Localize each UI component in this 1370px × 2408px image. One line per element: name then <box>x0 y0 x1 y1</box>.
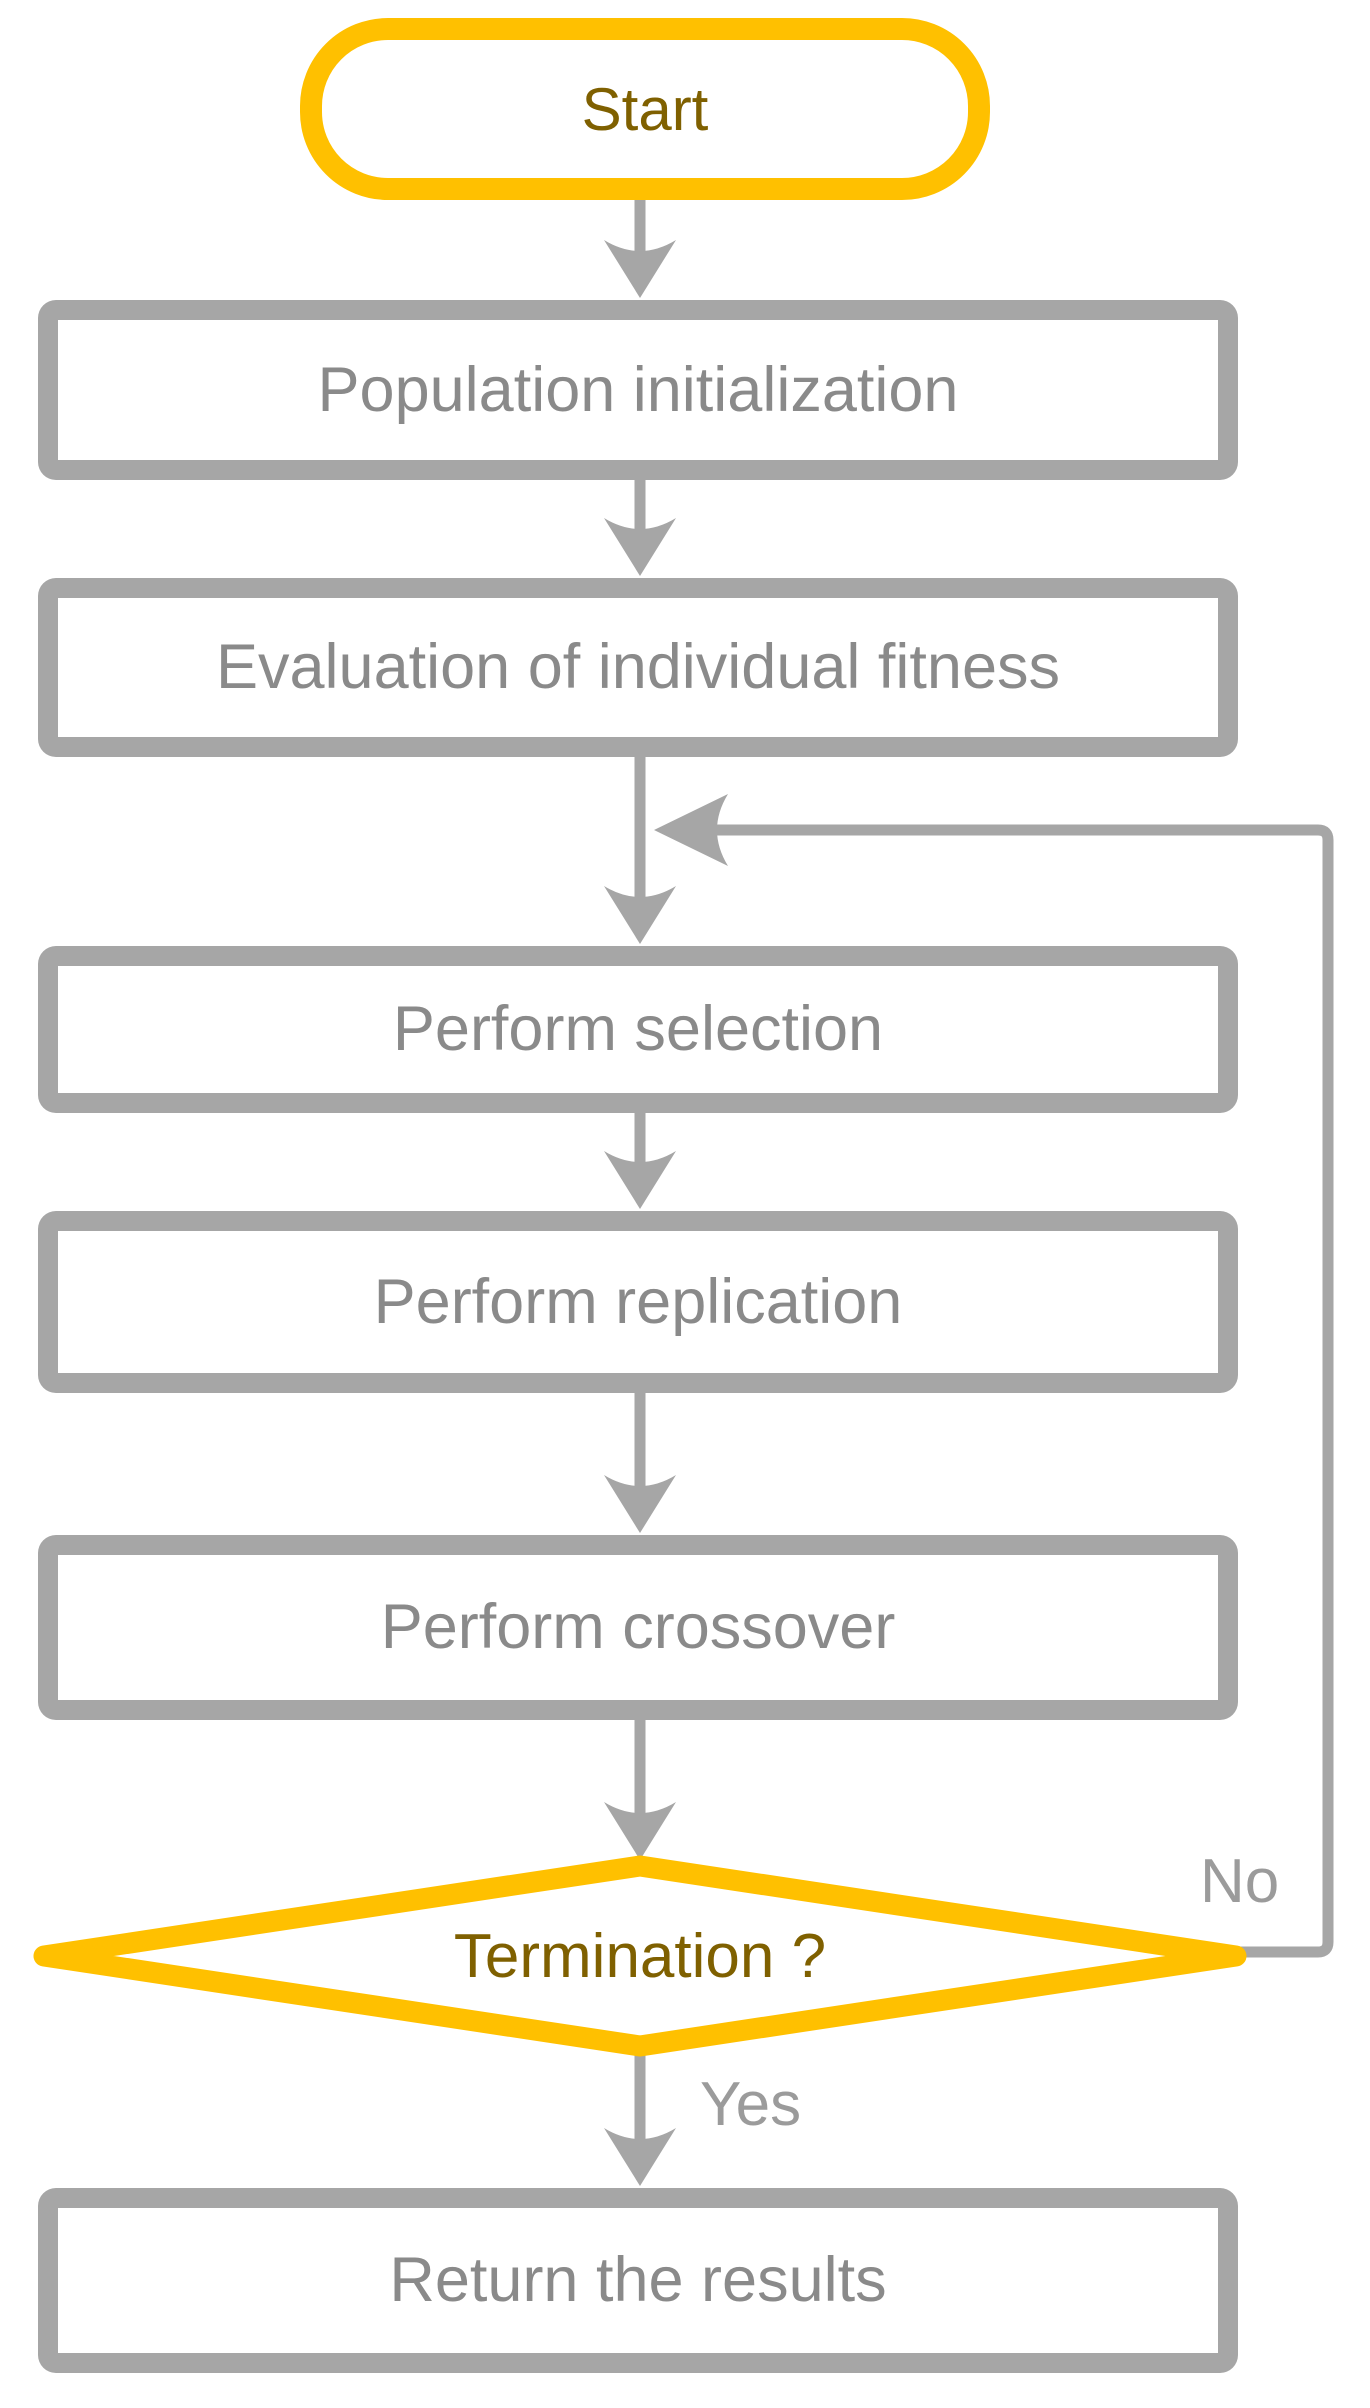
node-perform-crossover: Perform crossover <box>38 1535 1238 1720</box>
node-evaluation-of-individual-fitness: Evaluation of individual fitness <box>38 578 1238 757</box>
node-return-the-results-label: Return the results <box>389 2245 887 2316</box>
node-perform-replication: Perform replication <box>38 1211 1238 1393</box>
node-perform-selection-label: Perform selection <box>392 994 884 1065</box>
node-population-initialization-label: Population initialization <box>317 354 959 425</box>
connector-arrowheads <box>604 240 728 2186</box>
edge-label-yes: Yes <box>700 2070 802 2139</box>
node-start: Start <box>300 18 990 200</box>
node-return-the-results: Return the results <box>38 2188 1238 2373</box>
node-start-label: Start <box>581 75 709 143</box>
node-termination-decision-label: Termination ? <box>453 1921 827 1991</box>
node-perform-selection: Perform selection <box>38 946 1238 1113</box>
node-perform-crossover-label: Perform crossover <box>380 1592 896 1663</box>
node-population-initialization: Population initialization <box>38 300 1238 480</box>
node-termination-decision: Termination ? <box>240 1886 1040 2026</box>
edge-label-no: No <box>1200 1847 1280 1916</box>
node-perform-replication-label: Perform replication <box>373 1266 903 1337</box>
node-evaluation-of-individual-fitness-label: Evaluation of individual fitness <box>215 632 1060 703</box>
connector-lines <box>634 198 1334 2140</box>
decision-diamond <box>33 1855 1247 2057</box>
